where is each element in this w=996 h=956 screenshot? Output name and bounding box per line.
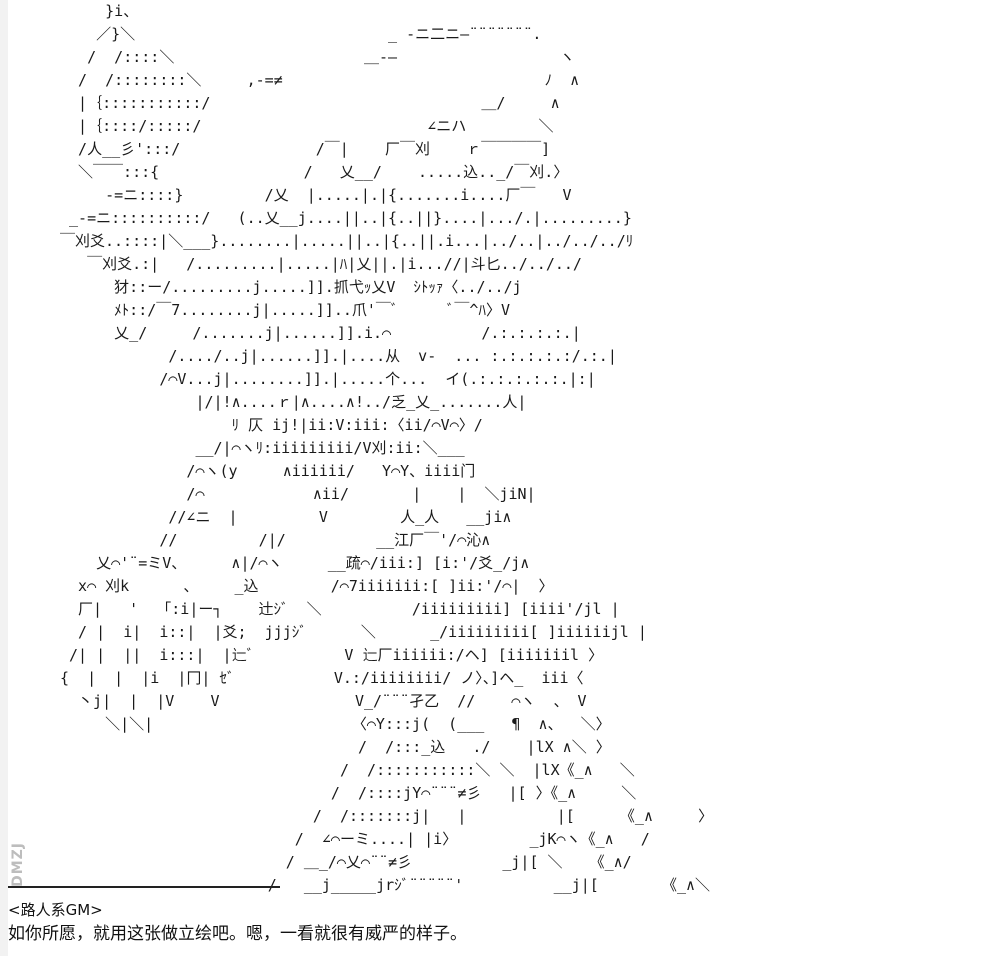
ascii-art-line: -=ニ::::} /乂 |.....|.|{.......i....厂￣ V [60, 186, 572, 204]
ascii-art-line: ／}＼ _ -ニ二ニ―¨¨¨¨¨¨¨. [60, 25, 542, 43]
ascii-art-figure: }i、 ／}＼ _ -ニ二ニ―¨¨¨¨¨¨¨. / /::::＼ ＿-― ヽ /… [60, 0, 713, 897]
ascii-art-line: / ∠⌒ーミ....| |i〉 _jK⌒ヽ《_∧ / [60, 830, 650, 848]
ascii-art-line: //∠ニ | V 人_人 __ji∧ [60, 508, 512, 526]
ascii-art-line: 乂⌒'¨=ミV、 ∧|/⌒ヽ __疏⌒/iii:] [i:'/爻_/j∧ [60, 554, 530, 572]
ascii-art-line: / /:::::::j| | |[ 《_∧ 〉 [60, 807, 714, 825]
ascii-art-line: / /::::＼ ＿-― ヽ [60, 48, 575, 66]
ascii-art-line: x⌒ 刈k 、 _込 /⌒7iiiiiii:[ ]ii:'/⌒| 〉 [60, 577, 554, 595]
ascii-art-line: / /:::_込 ./ |lX ∧＼ 〉 [60, 738, 611, 756]
ascii-art-line: /人__彡':::/ /￣| 厂￣刈 ｒ￣￣￣￣] [60, 140, 551, 158]
ascii-art-line: /⌒ ∧ii/ | | ＼jiN| [60, 485, 536, 503]
ascii-art-line: / __j_____jrｼﾞ¨¨¨¨¨' __j|[ 《_∧＼ [60, 876, 711, 894]
ascii-art-line: |/|!∧....ｒ|∧....∧!../乏_乂_.......人| [60, 393, 527, 411]
dialogue-text: 如你所愿，就用这张做立绘吧。嗯，一看就很有威严的样子。 [8, 924, 467, 944]
ascii-art-line: / /::::jY⌒¨¨¨≠彡 |[ 〉《_∧ ＼ [60, 784, 637, 802]
ascii-art-line: / | i| i::| |爻; jjjｼﾞ ＼ _/iiiiiiiii[ ]ii… [60, 623, 647, 641]
watermark: DMZJ [10, 842, 26, 887]
ascii-art-line: |｛:::::::::::/ ＿/ ∧ [60, 94, 560, 112]
ascii-art-line: |｛::::/:::::/ ∠ニハ ＼ [60, 117, 554, 135]
ascii-art-line: / ＿_/⌒乂⌒¨¨≠彡 _j|[ ＼ 《_∧/ [60, 853, 632, 871]
ascii-art-line: 厂| ' 「:i|ー┐ 辻ｼﾞ ＼ /iiiiiiiii] [iiii'/jl … [60, 600, 620, 618]
ascii-art-line: ＼￣￣:::{ / 乂__/ .....込.._/￣刈.〉 [60, 163, 569, 181]
ascii-art-line: { | | |i |冂| ｾﾞ V.:/iiiiiiii/ ノ〉、]ヘ_ iii… [60, 669, 584, 687]
page-edge [0, 0, 8, 956]
ascii-art-line: /⌒V...j|........]].|.....个... イ(.:.:.:.:… [60, 370, 596, 388]
ascii-art-line: /..../..j|......]].|....从 v- ... :.:.:.:… [60, 347, 617, 365]
ascii-art-line: __/|⌒ヽﾘ:iiiiiiiii/V刈:ii:＼___ [60, 439, 465, 457]
ascii-art-line: ￣刈爻.:| /.........|.....|ﾊ|乂||.|i...//|斗匕… [60, 255, 582, 273]
ascii-art-line: / /::::::::＼ ,-=≠ ﾉ ∧ [60, 71, 580, 89]
ascii-art-line: }i、 [60, 2, 139, 20]
ascii-art-line: 乂_/ /.......j|......]].i.⌒ /.:.:.:.:.| [60, 324, 581, 342]
ascii-art-line: /⌒ヽ(y ∧iiiiii/ Y⌒Y、iiii门 [60, 462, 476, 480]
ascii-art-line: ＼|＼| 〈⌒Y:::j( (___ ¶ ∧、 ＼〉 [60, 715, 611, 733]
ascii-art-line: _-=ニ::::::::::/ (..乂__j....||..|{..||}..… [60, 209, 632, 227]
ascii-art-line: // /|/ __江厂￣'/⌒沁∧ [60, 531, 491, 549]
ascii-art-line: / /:::::::::::＼ ＼ |lX《_∧ ＼ [60, 761, 635, 779]
ascii-art-line: /| | || i:::| |辷ﾞ V 辷厂iiiiii:/ヘ] [iiiiii… [60, 646, 604, 664]
speaker-name: <路人系GM> [8, 901, 103, 919]
divider-line [8, 886, 280, 888]
ascii-art-line: ￣刈爻..::::|＼___}........|.....||..|{..||.… [60, 232, 634, 250]
ascii-art-line: ﾘ 仄 ij!|ii:V:iii:〈ii/⌒V⌒〉/ [60, 416, 483, 434]
ascii-art-line: 丶j| | |V V V_/¨¨¨孑乙 // ⌒ヽ 、 V [60, 692, 587, 710]
ascii-art-line: ﾒﾄ::/￣7........j|.....]]..爪'￣ﾞ ﾞ￣^ﾊ〉V [60, 301, 510, 319]
ascii-art-line: 犲::ー/.........j.....]].抓弋ｯ乂V ｼﾄｯｧ〈../../… [60, 278, 522, 296]
